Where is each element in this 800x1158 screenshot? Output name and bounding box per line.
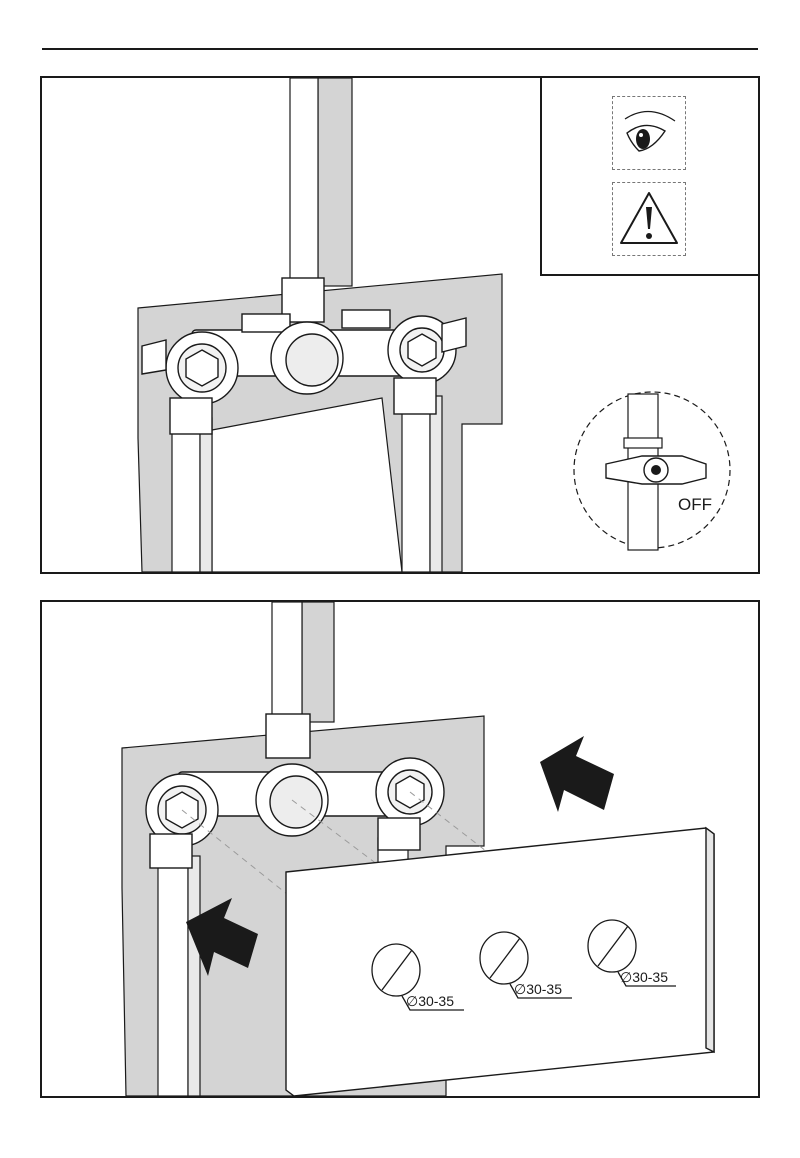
cutout-diameter-label: ∅30-35 [620,969,668,985]
step-panel-fit-cover-plate: ∅30-35 ∅30-35 ∅30-35 [40,600,760,1098]
mixing-valve-body [141,277,467,435]
step-panel-shut-off-water: OFF [40,76,760,574]
warning-icon-frame [612,182,686,256]
cutout-diameter-label: ∅30-35 [406,993,454,1009]
eye-icon [624,110,676,152]
header-rule [42,48,758,50]
eye-icon-frame [612,96,686,170]
cover-plate-drawing: ∅30-35 ∅30-35 ∅30-35 [121,602,715,1096]
cutout-left [371,943,421,997]
arrow-upper [540,736,614,812]
cover-plate: ∅30-35 ∅30-35 ∅30-35 [285,826,715,1096]
cutout-diameter-label: ∅30-35 [514,981,562,997]
symbol-legend [540,78,758,276]
push-direction-arrows [186,736,614,976]
pipes [171,78,443,572]
cutout-right [587,919,637,973]
pipes [157,602,409,1096]
warning-icon [620,192,678,244]
valve-off-label: OFF [678,495,712,514]
valve-installation-drawing: OFF [137,78,731,572]
arrow-lower [186,898,258,976]
shutoff-valve-callout: OFF [573,391,731,551]
cutout-center [479,931,529,985]
